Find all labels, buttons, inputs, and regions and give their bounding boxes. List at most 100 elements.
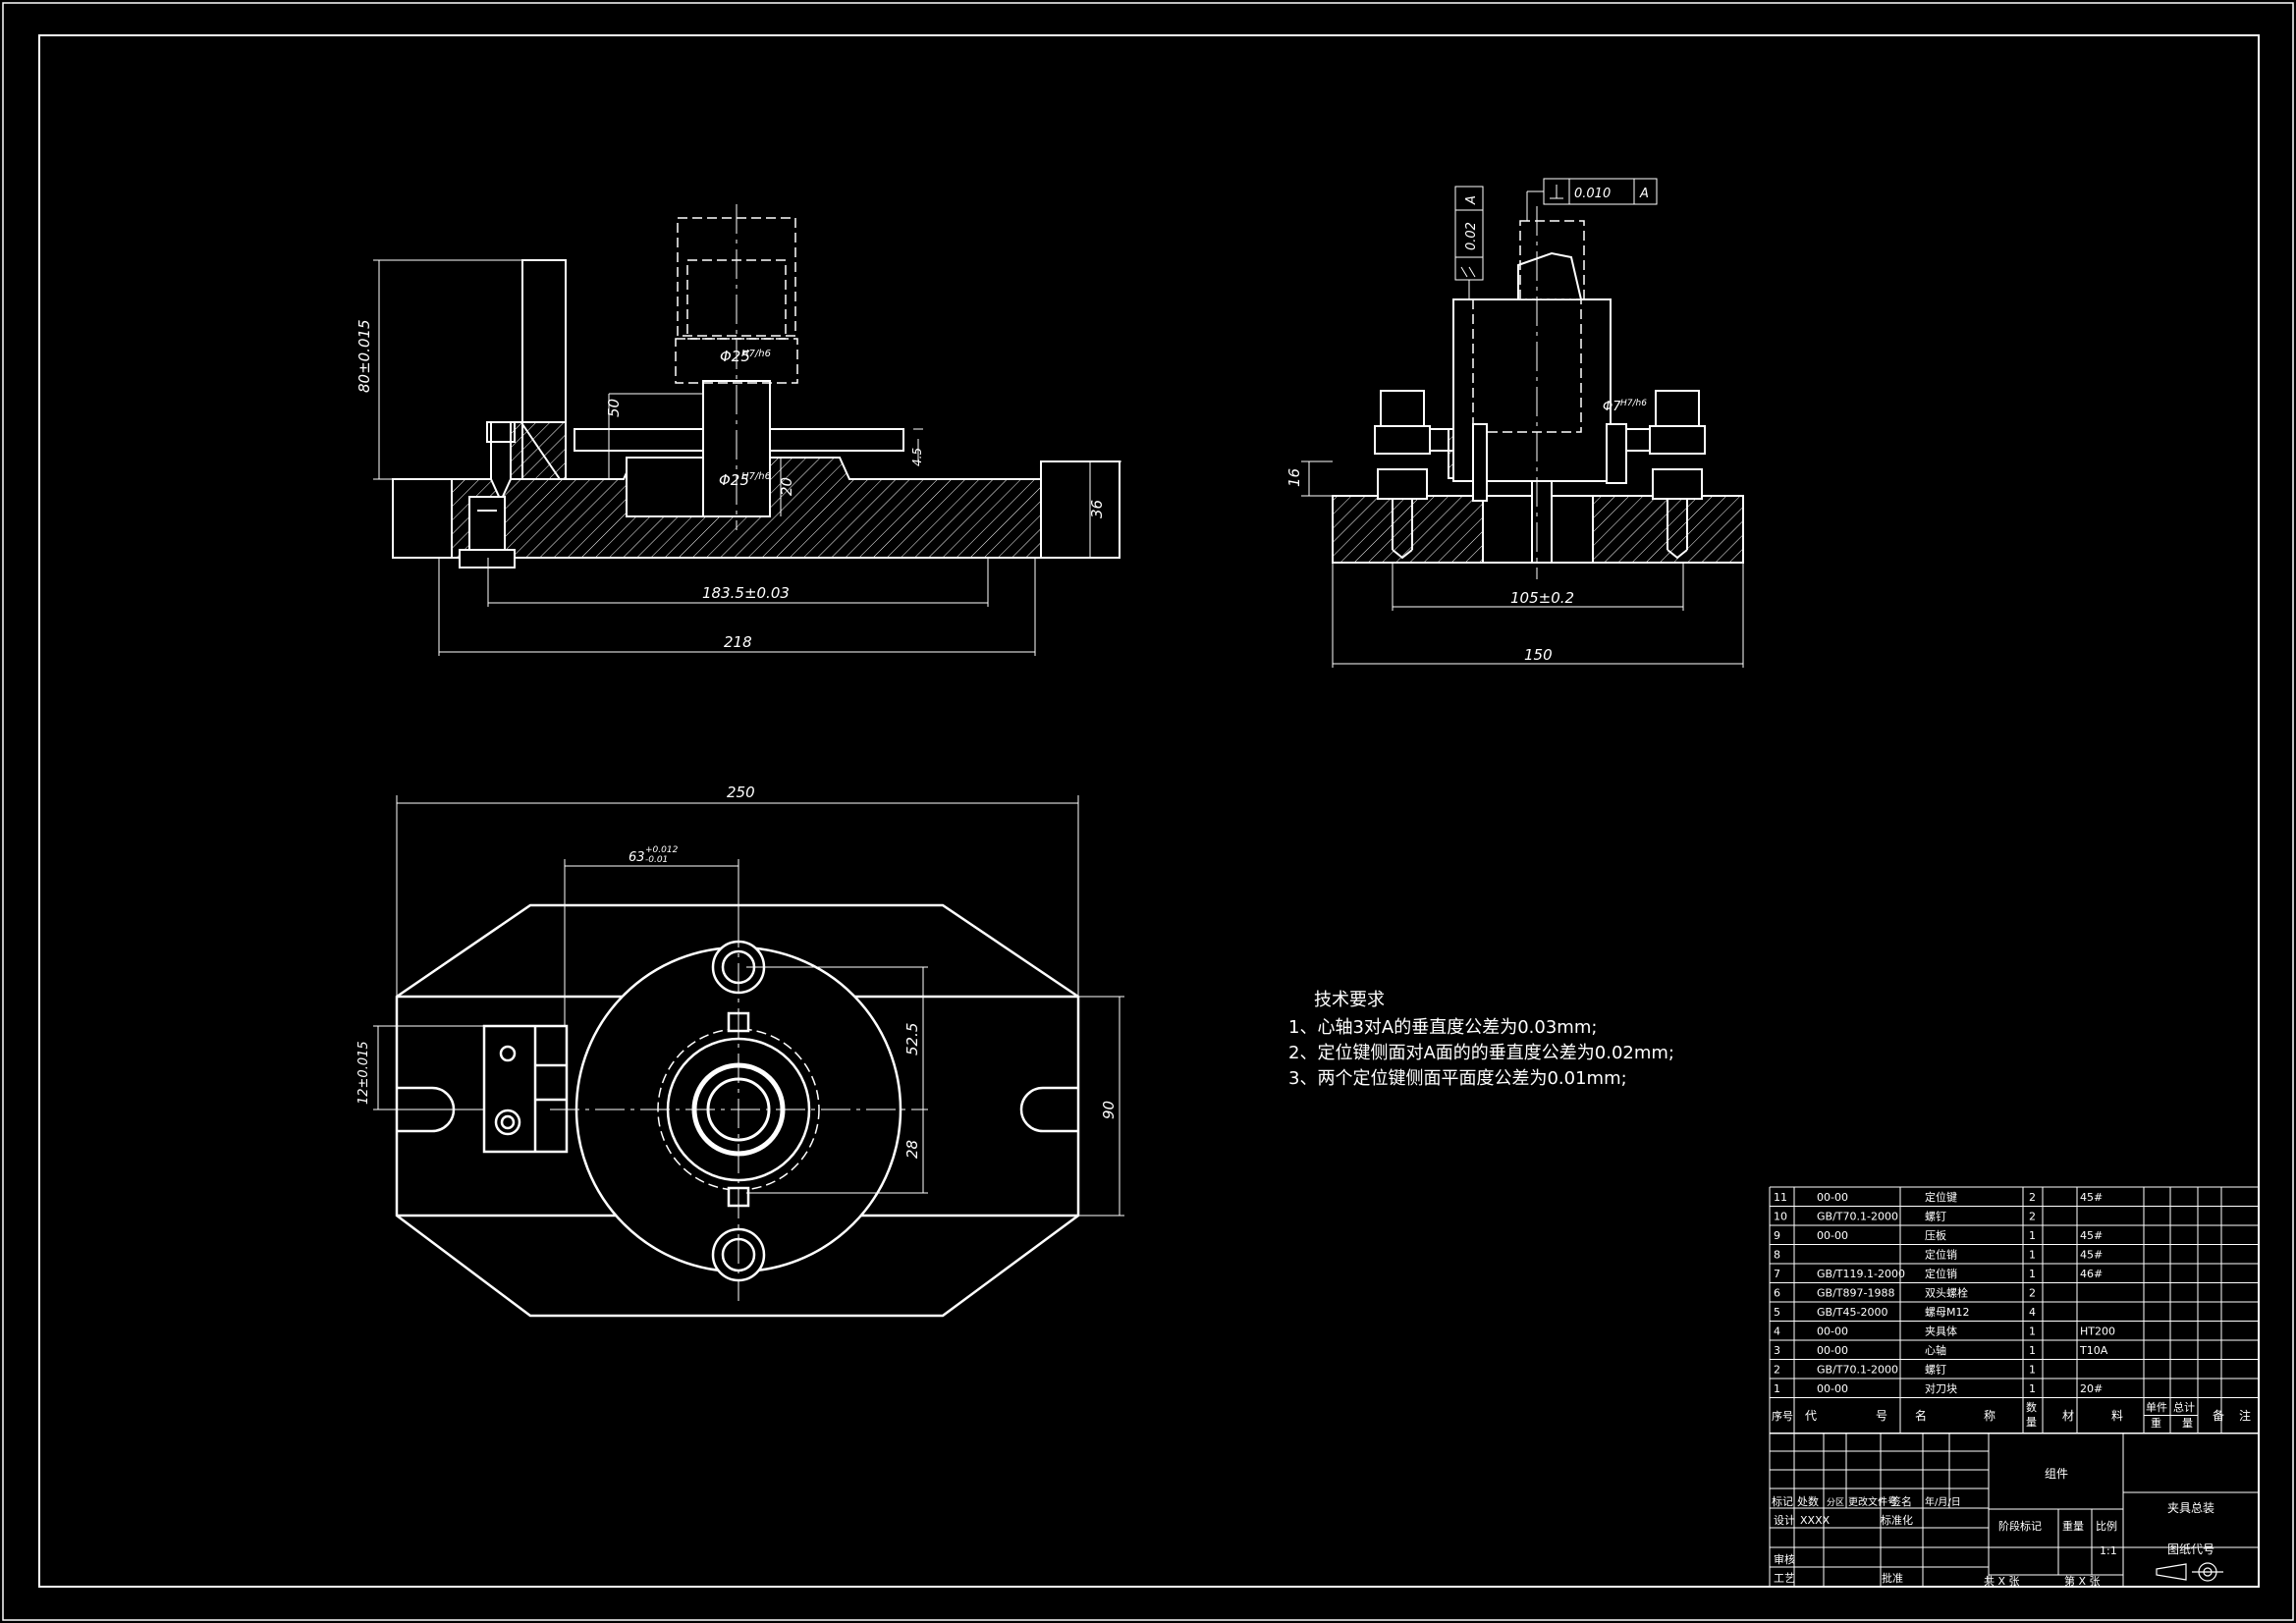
bom-cell-name: 压板 bbox=[1925, 1228, 1946, 1242]
bom-cell-material: HT200 bbox=[2080, 1325, 2115, 1338]
bom-cell-name: 心轴 bbox=[1925, 1343, 1946, 1357]
top-view-dims bbox=[373, 795, 1124, 1217]
dim-90: 90 bbox=[1100, 1101, 1118, 1119]
bom-cell-no: 3 bbox=[1774, 1344, 1780, 1357]
title-mark: 标记 bbox=[1772, 1494, 1793, 1508]
bom-cell-qty: 1 bbox=[2029, 1364, 2036, 1377]
dim-63-upper: +0.012 bbox=[645, 845, 679, 855]
title-part-label: 组件 bbox=[2045, 1467, 2068, 1481]
bom-cell-qty: 1 bbox=[2029, 1268, 2036, 1280]
dim-4-5: 4.5 bbox=[910, 448, 924, 466]
bom-cell-no: 5 bbox=[1774, 1306, 1780, 1319]
bom-cell-code: 00-00 bbox=[1817, 1344, 1848, 1357]
dim-fit-top: H7/h6 bbox=[741, 349, 771, 359]
dim-36: 36 bbox=[1088, 500, 1106, 518]
front-view-dims bbox=[373, 259, 1121, 656]
bom-cell-code: 00-00 bbox=[1817, 1382, 1848, 1395]
tech-title: 技术要求 bbox=[1314, 990, 1385, 1010]
dim-dia25-mid: Φ25 bbox=[719, 471, 749, 489]
dim-16: 16 bbox=[1285, 468, 1303, 487]
bom-header-weight1: 重 bbox=[2151, 1416, 2161, 1430]
bom-cell-qty: 4 bbox=[2029, 1306, 2036, 1319]
bom-header-unit: 单件 bbox=[2146, 1401, 2167, 1414]
technical-requirements: 技术要求 1、心轴3对A的垂直度公差为0.03mm; 2、定位键侧面对A面的的垂… bbox=[1288, 990, 1674, 1089]
bom-cell-qty: 1 bbox=[2029, 1229, 2036, 1242]
top-view-dim-text: 250 63 +0.012 -0.01 52.5 28 90 12±0.015 bbox=[356, 784, 1118, 1159]
bom-header-remark2: 注 bbox=[2239, 1408, 2251, 1423]
bom-cell-no: 2 bbox=[1774, 1364, 1780, 1377]
bom-cell-qty: 1 bbox=[2029, 1325, 2036, 1338]
title-total-sheets: 共 X 张 bbox=[1984, 1575, 2020, 1588]
bom-cell-code: GB/T897-1988 bbox=[1817, 1287, 1894, 1300]
bom-header-weight2: 量 bbox=[2182, 1417, 2193, 1430]
bom-header-code1: 代 bbox=[1805, 1409, 1817, 1423]
tol-perpendicular: 0.010 bbox=[1574, 187, 1611, 201]
tech-line-1: 1、心轴3对A的垂直度公差为0.03mm; bbox=[1288, 1017, 1597, 1038]
dim-20: 20 bbox=[778, 477, 795, 496]
front-view-dim-text: 80±0.015 Φ25 H7/h6 50 Φ25 H7/h6 20 4.5 3… bbox=[355, 319, 1106, 651]
bom-cell-name: 螺钉 bbox=[1925, 1364, 1946, 1377]
bom-header-total: 总计 bbox=[2173, 1400, 2195, 1414]
dim-52-5: 52.5 bbox=[903, 1023, 921, 1055]
title-date: 年/月/日 bbox=[1925, 1495, 1961, 1508]
title-sheet-no: 第 X 张 bbox=[2064, 1574, 2101, 1588]
tol-parallel: 0.02 bbox=[1464, 222, 1479, 250]
top-view bbox=[395, 903, 1080, 1318]
title-scale-value: 1:1 bbox=[2100, 1544, 2117, 1557]
title-design-name: XXXX bbox=[1800, 1514, 1831, 1527]
bom-header-qty1: 数 bbox=[2026, 1401, 2037, 1414]
bom-header-name2: 称 bbox=[1984, 1409, 1995, 1423]
dim-50: 50 bbox=[605, 399, 623, 417]
bom-cell-code: GB/T70.1-2000 bbox=[1817, 1211, 1898, 1223]
title-drawing-name: 夹具总装 bbox=[2167, 1501, 2214, 1515]
bom-cell-code: 00-00 bbox=[1817, 1325, 1848, 1338]
bom-cell-name: 定位键 bbox=[1925, 1190, 1957, 1204]
dim-12: 12±0.015 bbox=[356, 1041, 371, 1105]
title-count: 处数 bbox=[1797, 1495, 1819, 1508]
bom-header-code2: 号 bbox=[1876, 1409, 1887, 1423]
bom-header-no: 序号 bbox=[1772, 1409, 1793, 1423]
dim-105: 105±0.2 bbox=[1510, 589, 1574, 607]
title-sign: 签名 bbox=[1890, 1494, 1912, 1508]
dim-63: 63 bbox=[629, 850, 645, 865]
dim-63-lower: -0.01 bbox=[645, 855, 668, 865]
title-scale: 比例 bbox=[2096, 1519, 2117, 1533]
bom-cell-no: 11 bbox=[1774, 1191, 1787, 1204]
title-process: 工艺 bbox=[1774, 1572, 1795, 1585]
dim-218: 218 bbox=[724, 633, 752, 651]
projection-symbol-icon bbox=[2156, 1562, 2223, 1582]
bom-cell-qty: 1 bbox=[2029, 1249, 2036, 1262]
dim-dia25-top: Φ25 bbox=[720, 348, 750, 365]
tech-line-2: 2、定位键侧面对A面的的垂直度公差为0.02mm; bbox=[1288, 1043, 1674, 1063]
bom-cell-material: T10A bbox=[2079, 1344, 2108, 1357]
bom-cell-qty: 1 bbox=[2029, 1344, 2036, 1357]
bom-header-mat2: 料 bbox=[2111, 1409, 2123, 1423]
title-review: 审核 bbox=[1774, 1552, 1795, 1566]
dim-80: 80±0.015 bbox=[355, 319, 373, 393]
side-view-dims bbox=[1301, 178, 1744, 668]
dim-fit-d7: H7/h6 bbox=[1620, 399, 1647, 408]
title-standardize: 标准化 bbox=[1881, 1513, 1913, 1527]
tech-line-3: 3、两个定位键侧面平面度公差为0.01mm; bbox=[1288, 1068, 1627, 1089]
dim-fit-mid: H7/h6 bbox=[741, 471, 771, 482]
front-view bbox=[392, 204, 1121, 568]
title-block: 组件 夹具总装 图纸代号 标记 处数 分区 更改文件号 签名 年/月/日 设计 … bbox=[1769, 1433, 2260, 1588]
datum-a-2: A bbox=[1639, 187, 1649, 201]
bom-cell-code: GB/T45-2000 bbox=[1817, 1306, 1887, 1319]
title-design: 设计 bbox=[1774, 1514, 1795, 1527]
title-weight: 重量 bbox=[2062, 1519, 2084, 1533]
bom-cell-material: 46# bbox=[2080, 1268, 2103, 1280]
bom-header: 序号 代 号 名 称 数 量 材 料 单件 总计 重 量 备 注 bbox=[1772, 1400, 2251, 1430]
dim-183: 183.5±0.03 bbox=[702, 584, 790, 602]
bom-cell-qty: 2 bbox=[2029, 1191, 2036, 1204]
title-approve: 批准 bbox=[1882, 1571, 1903, 1585]
bom-cell-no: 1 bbox=[1774, 1382, 1780, 1395]
bom-cell-name: 对刀块 bbox=[1925, 1381, 1957, 1395]
bom-cell-no: 10 bbox=[1774, 1211, 1787, 1223]
bom-cell-code: GB/T119.1-2000 bbox=[1817, 1268, 1905, 1280]
bom-header-name1: 名 bbox=[1915, 1408, 1927, 1423]
title-change-doc: 更改文件号 bbox=[1848, 1495, 1897, 1508]
